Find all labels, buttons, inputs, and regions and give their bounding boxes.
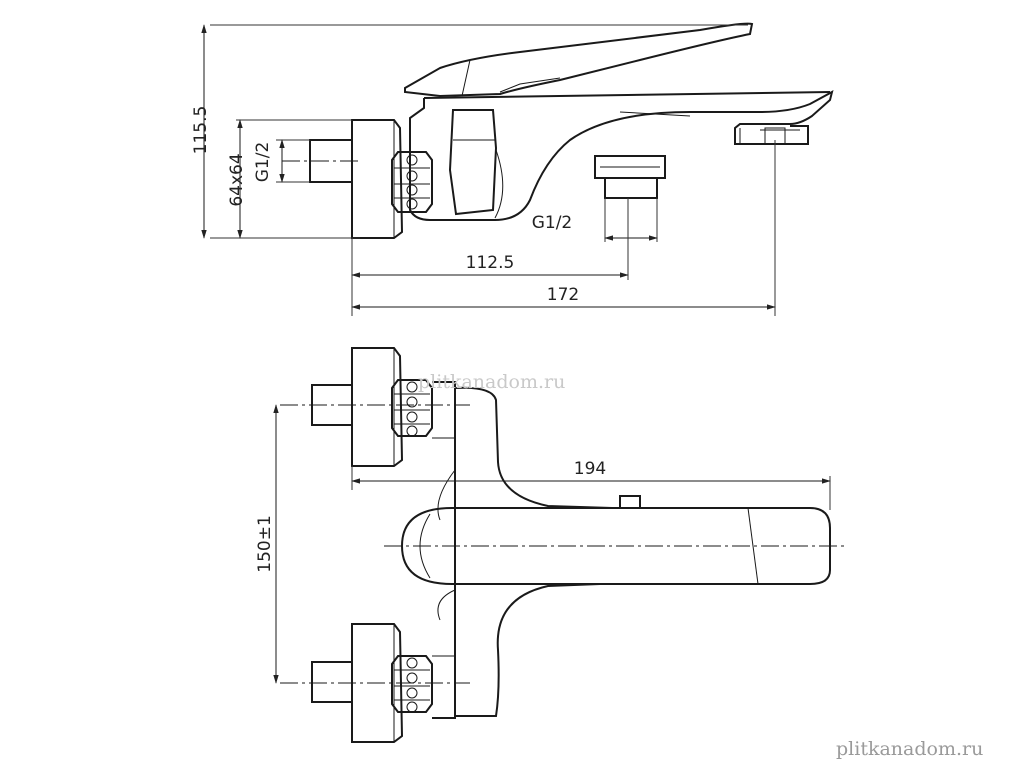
top-view: 194 150±1 [255, 347, 845, 743]
hex-nut-side [391, 151, 433, 213]
dim-outlet-distance-label: 112.5 [466, 253, 515, 273]
dim-height-label: 115.5 [191, 106, 211, 155]
dim-outlet-thread-label: G1/2 [532, 213, 573, 233]
dim-inlet-spacing-label: 150±1 [255, 515, 275, 573]
dim-overall-length-label: 172 [547, 285, 579, 305]
side-view: 115.5 64x64 G1/2 G1/2 112.5 172 [191, 22, 834, 316]
watermark-center: plitkanadom.ru [418, 371, 565, 393]
diverter-button [619, 495, 641, 509]
dim-inlet-thread-label: G1/2 [253, 142, 273, 183]
watermark-corner: plitkanadom.ru [836, 738, 983, 760]
body-top [432, 381, 456, 719]
dim-flange-label: 64x64 [227, 153, 247, 206]
lever-handle [404, 22, 754, 98]
dim-spout-length-label: 194 [574, 459, 606, 479]
spout-top [400, 507, 831, 585]
spout-body [409, 90, 834, 221]
